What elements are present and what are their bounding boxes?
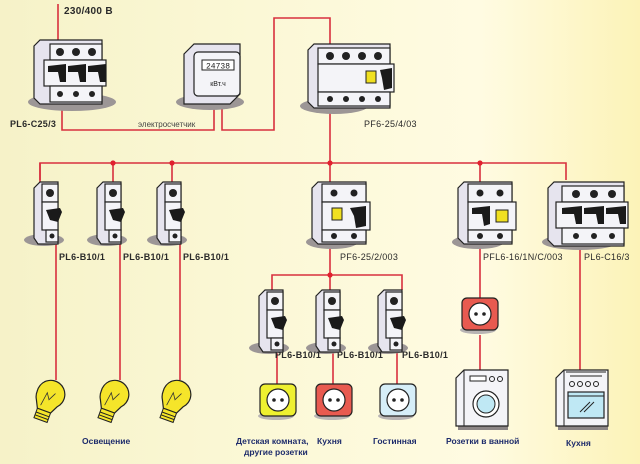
junction-node (327, 272, 333, 278)
other-sockets-caption: другие розетки (244, 447, 308, 457)
sub-breaker-3-icon (367, 289, 409, 355)
main-breaker-icon (28, 39, 116, 111)
kitchen-stove-caption: Кухня (566, 438, 591, 448)
sub-breaker-2-label: PL6-B10/1 (337, 350, 384, 360)
rcbo-label: PFL6-16/1N/C/003 (483, 252, 563, 262)
main-breaker-label: PL6-C25/3 (10, 119, 57, 129)
junction-node (327, 160, 333, 166)
socket-yellow-icon (258, 383, 297, 420)
meter-unit: кВт.ч (210, 81, 226, 88)
junction-nodes (110, 160, 483, 278)
meter-label: электросчетчик (138, 120, 196, 129)
lighting-breaker-2-label: PL6-B10/1 (123, 252, 170, 262)
sub-breaker-2-icon (305, 289, 347, 355)
lighting-breaker-1-icon (23, 181, 65, 247)
sub-breaker-3-label: PL6-B10/1 (402, 350, 449, 360)
junction-node (169, 160, 175, 166)
main-rcd-icon (300, 43, 395, 114)
mcb-3p-icon (542, 181, 629, 250)
sub-breaker-1-label: PL6-B10/1 (275, 350, 322, 360)
stove-icon (555, 369, 609, 430)
socket-blue-icon (378, 383, 417, 420)
rcd-2p-label: PF6-25/2/003 (340, 252, 399, 262)
lighting-breaker-1-label: PL6-B10/1 (59, 252, 106, 262)
light-bulb-1-icon (33, 379, 66, 424)
rcbo-icon (452, 181, 517, 249)
light-bulb-3-icon (159, 379, 192, 424)
supply-voltage-label: 230/400 В (64, 6, 113, 17)
wires (39, 4, 581, 385)
lighting-breaker-2-icon (86, 181, 128, 247)
rcd-2p-icon (306, 181, 371, 249)
junction-node (110, 160, 116, 166)
lighting-caption: Освещение (82, 436, 131, 446)
electricity-meter-icon: 24738 кВт.ч (176, 43, 244, 110)
lighting-breaker-3-label: PL6-B10/1 (183, 252, 230, 262)
kitchen-sockets-caption: Кухня (317, 436, 342, 446)
washing-machine-icon (455, 369, 509, 430)
socket-red-icon (314, 383, 353, 420)
meter-reading: 24738 (206, 63, 230, 72)
living-room-caption: Гостинная (373, 436, 417, 446)
main-rcd-label: PF6-25/4/03 (364, 119, 417, 129)
children-room-caption: Детская комната, (236, 436, 309, 446)
bathroom-caption: Розетки в ванной (446, 436, 520, 446)
light-bulb-2-icon (97, 379, 130, 424)
lighting-breaker-3-icon (146, 181, 188, 247)
socket-bathroom-icon (460, 297, 499, 334)
junction-node (477, 160, 483, 166)
mcb-3p-label: PL6-C16/3 (584, 252, 630, 262)
sub-breaker-1-icon (248, 289, 290, 355)
